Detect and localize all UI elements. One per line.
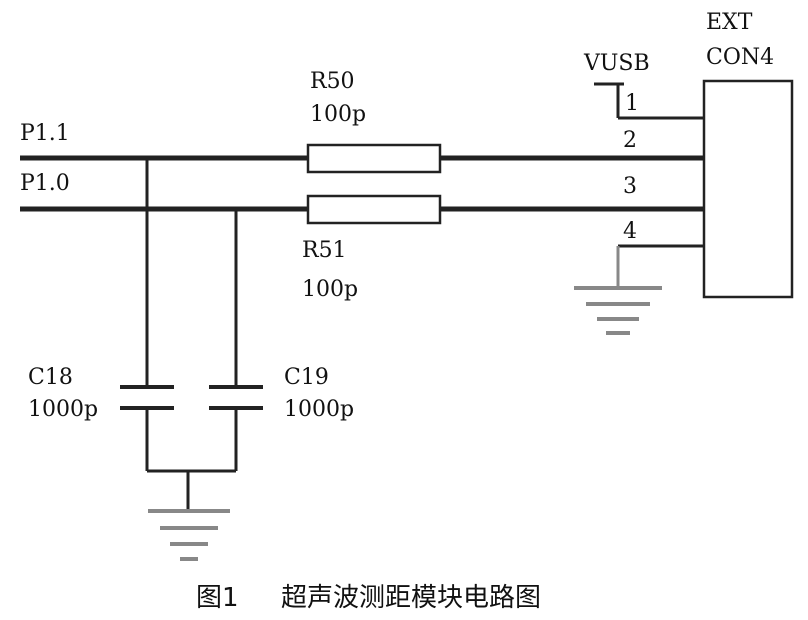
capacitor-c18	[120, 385, 174, 410]
wire-capacitor-branch	[145, 158, 238, 510]
figure-number: 图1	[196, 583, 239, 613]
wire-pin4-ground	[616, 244, 704, 287]
label-c19-value: 1000p	[284, 397, 354, 422]
resistor-r50	[306, 143, 442, 174]
label-p10: P1.0	[20, 171, 70, 196]
label-p11: P1.1	[20, 121, 70, 146]
label-pin-3: 3	[623, 174, 637, 199]
figure-title: 超声波测距模块电路图	[281, 583, 541, 613]
wire-vusb	[594, 82, 704, 120]
label-pin-2: 2	[623, 128, 637, 153]
label-c19-ref: C19	[284, 365, 329, 390]
label-connector-name-line1: EXT	[706, 10, 753, 35]
label-pin-4: 4	[623, 219, 637, 244]
resistor-r51	[306, 194, 442, 225]
label-c18-ref: C18	[28, 365, 73, 390]
ground-symbol-connector	[574, 286, 662, 335]
label-vusb: VUSB	[583, 51, 650, 76]
label-pin-1: 1	[625, 91, 639, 116]
capacitor-c19	[209, 385, 263, 410]
ground-symbol-capacitors	[148, 509, 230, 561]
label-r50-ref: R50	[310, 69, 355, 94]
label-c18-value: 1000p	[28, 397, 98, 422]
label-connector-name-line2: CON4	[706, 45, 774, 70]
connector-ext-con4	[702, 79, 794, 299]
label-r51-ref: R51	[302, 238, 347, 263]
label-r50-value: 100p	[310, 102, 366, 127]
label-r51-value: 100p	[302, 277, 358, 302]
